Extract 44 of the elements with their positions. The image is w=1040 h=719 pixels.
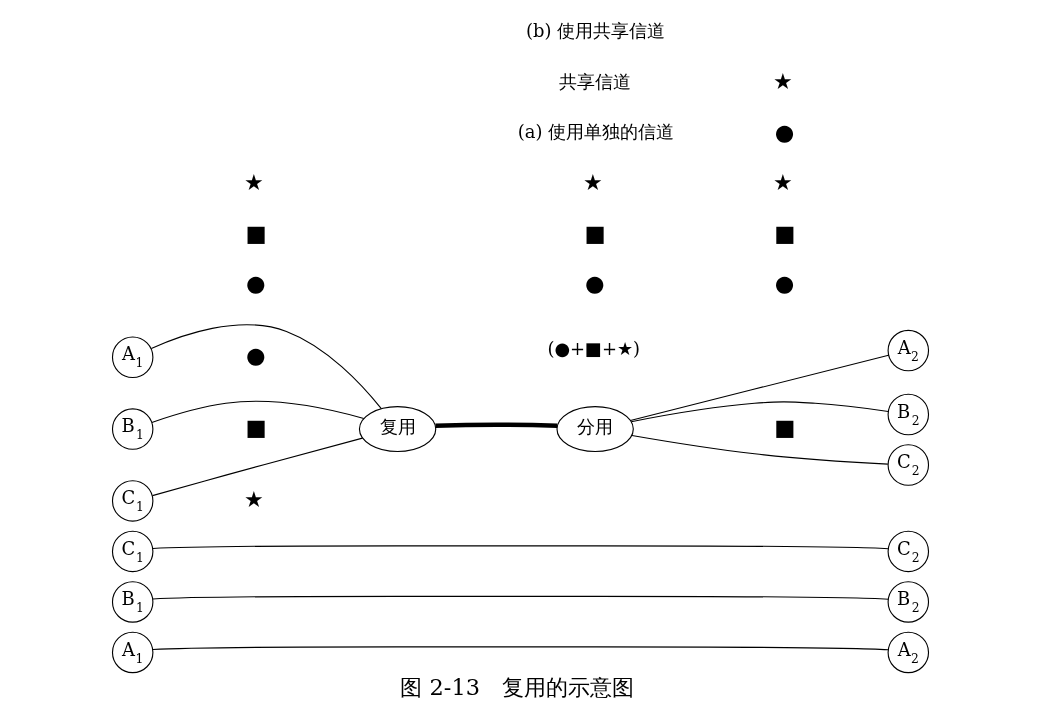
label: ● [774, 270, 794, 297]
node-circle: A$_{1}$ [111, 336, 153, 378]
node-circle: B$_{2}$ [887, 581, 929, 623]
label: ■ [245, 219, 267, 246]
label: (a) 使用单独的信道 [517, 121, 674, 143]
connector [630, 401, 889, 423]
node-circle: B$_{2}$ [887, 393, 929, 436]
node-circle: A$_{2}$ [887, 631, 929, 674]
node-circle: C$_{2}$ [887, 530, 929, 573]
node-ellipse: 分用 [555, 406, 634, 453]
node-circle: A$_{1}$ [111, 631, 153, 674]
node-circle: B$_{1}$ [111, 408, 153, 450]
node-circle: C$_{1}$ [111, 480, 153, 522]
label: ★ [243, 485, 264, 512]
connector [151, 595, 889, 600]
connector [150, 324, 382, 410]
connector [434, 422, 557, 428]
label: ● [584, 270, 605, 297]
label: ★ [772, 169, 793, 196]
label: ■ [245, 413, 267, 440]
connector [630, 434, 888, 465]
connector [151, 545, 889, 550]
connector [151, 646, 889, 651]
connector [629, 354, 889, 421]
label: ● [245, 270, 266, 297]
label: ● [245, 341, 266, 368]
label: ★ [772, 67, 793, 94]
node-ellipse: 复用 [358, 406, 436, 453]
connector [150, 400, 364, 423]
label: ● [774, 118, 794, 145]
label: ■ [583, 219, 606, 246]
node-circle: C$_{1}$ [111, 530, 153, 573]
node-circle: A$_{2}$ [887, 329, 929, 372]
label: 共享信道 [558, 70, 631, 92]
caption: 图 2-13 复用的示意图 [399, 674, 634, 701]
label: (●+■+★) [546, 337, 640, 359]
label: ★ [243, 169, 264, 196]
label: ★ [582, 169, 603, 196]
label: ■ [773, 219, 795, 246]
label: ■ [773, 413, 795, 440]
node-circle: B$_{1}$ [111, 581, 153, 623]
node-circle: C$_{2}$ [887, 444, 929, 486]
label: (b) 使用共享信道 [525, 20, 665, 42]
connector [151, 437, 363, 497]
